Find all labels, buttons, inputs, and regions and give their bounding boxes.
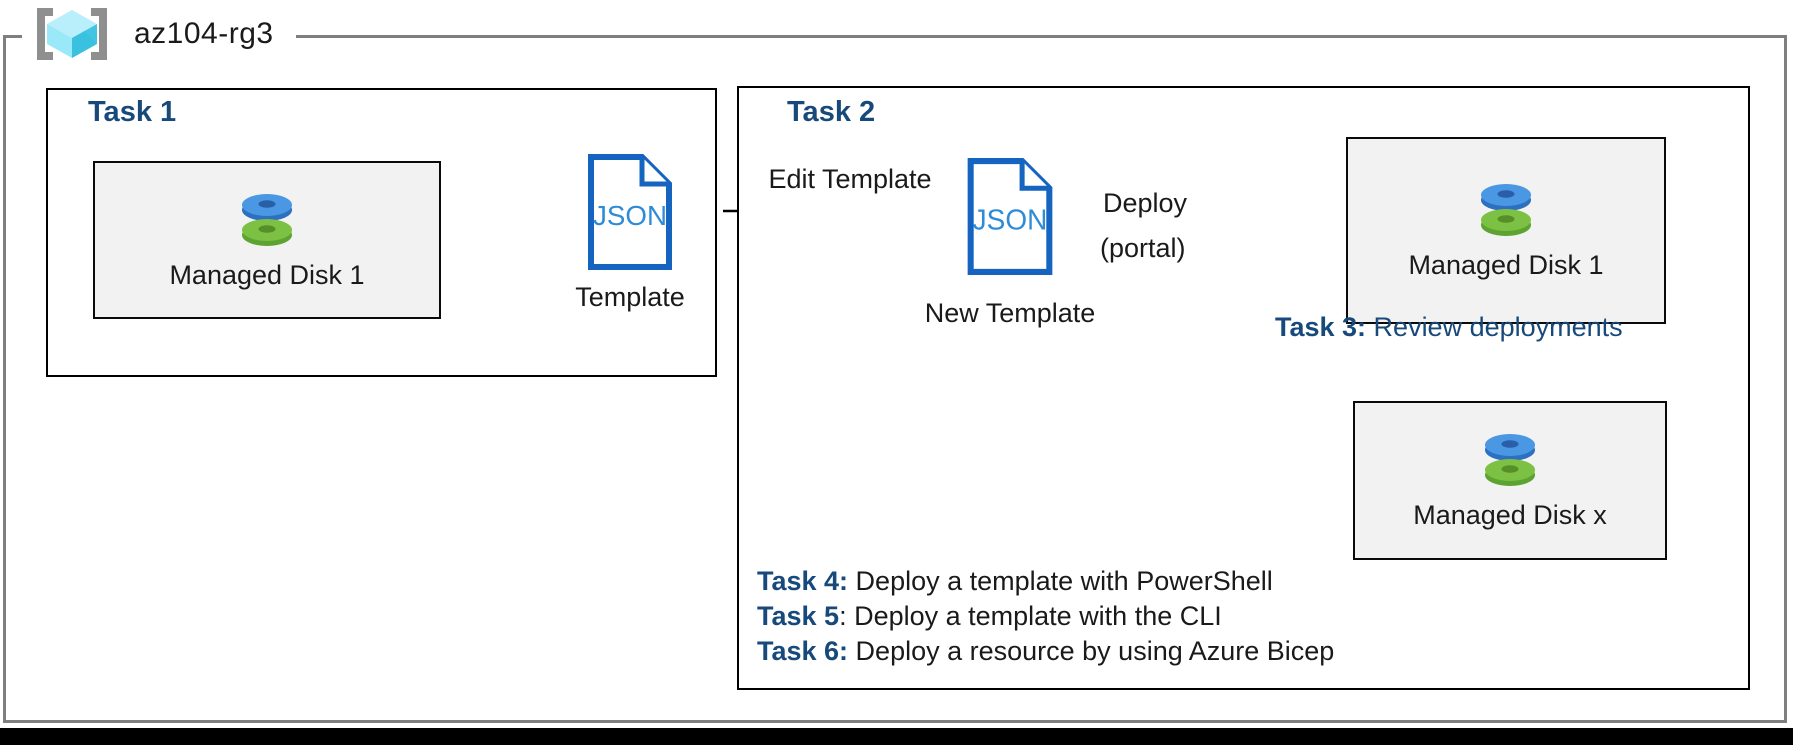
new-template-json-file: JSON xyxy=(965,156,1055,282)
managed-disk-1-deployed-label: Managed Disk 1 xyxy=(1408,250,1604,280)
managed-disk-1-label: Managed Disk 1 xyxy=(169,259,365,290)
bottom-black-bar xyxy=(0,728,1793,745)
resource-group-legend: az104-rg3 xyxy=(22,2,296,66)
managed-disk-x-label: Managed Disk x xyxy=(1413,500,1607,530)
edit-template-arrow-label: Edit Template xyxy=(768,164,932,194)
task-list: Task 4: Deploy a template with PowerShel… xyxy=(757,564,1334,669)
task6-line: Task 6: Deploy a resource by using Azure… xyxy=(757,634,1334,669)
managed-disk-icon xyxy=(1481,184,1531,236)
task5-line: Task 5: Deploy a template with the CLI xyxy=(757,599,1334,634)
task6-title: Task 6: xyxy=(757,636,849,666)
task3-text: Review deployments xyxy=(1366,312,1623,342)
task3-title: Task 3: xyxy=(1275,312,1367,342)
task4-text: Deploy a template with PowerShell xyxy=(848,566,1273,596)
deploy-label-line1: Deploy xyxy=(1103,188,1188,218)
task5-text: : Deploy a template with the CLI xyxy=(839,601,1222,631)
template-json-file: JSON xyxy=(586,152,674,277)
resource-group-name: az104-rg3 xyxy=(134,17,274,50)
task1-title: Task 1 xyxy=(88,96,177,128)
deploy-label-line2: (portal) xyxy=(1100,233,1186,263)
template-label: Template xyxy=(575,282,685,312)
task5-title: Task 5 xyxy=(757,601,840,631)
managed-disk-1-card: Managed Disk 1 xyxy=(93,161,441,319)
task6-text: Deploy a resource by using Azure Bicep xyxy=(848,636,1335,666)
managed-disk-1-deployed-card: Managed Disk 1 xyxy=(1346,137,1666,324)
json-file-text: JSON xyxy=(593,200,667,231)
managed-disk-icon xyxy=(1485,434,1535,486)
managed-disk-icon xyxy=(242,193,292,246)
json-file-icon: JSON xyxy=(967,158,1053,275)
resource-group-icon xyxy=(37,8,107,60)
task2-title: Task 2 xyxy=(787,96,876,128)
json-file-text: JSON xyxy=(973,204,1048,236)
task3-line: Task 3: Review deployments xyxy=(1275,312,1623,343)
json-file-icon: JSON xyxy=(588,154,672,270)
task4-title: Task 4: xyxy=(757,566,849,596)
task4-line: Task 4: Deploy a template with PowerShel… xyxy=(757,564,1334,599)
new-template-label: New Template xyxy=(924,298,1096,328)
managed-disk-x-card: Managed Disk x xyxy=(1353,401,1667,560)
